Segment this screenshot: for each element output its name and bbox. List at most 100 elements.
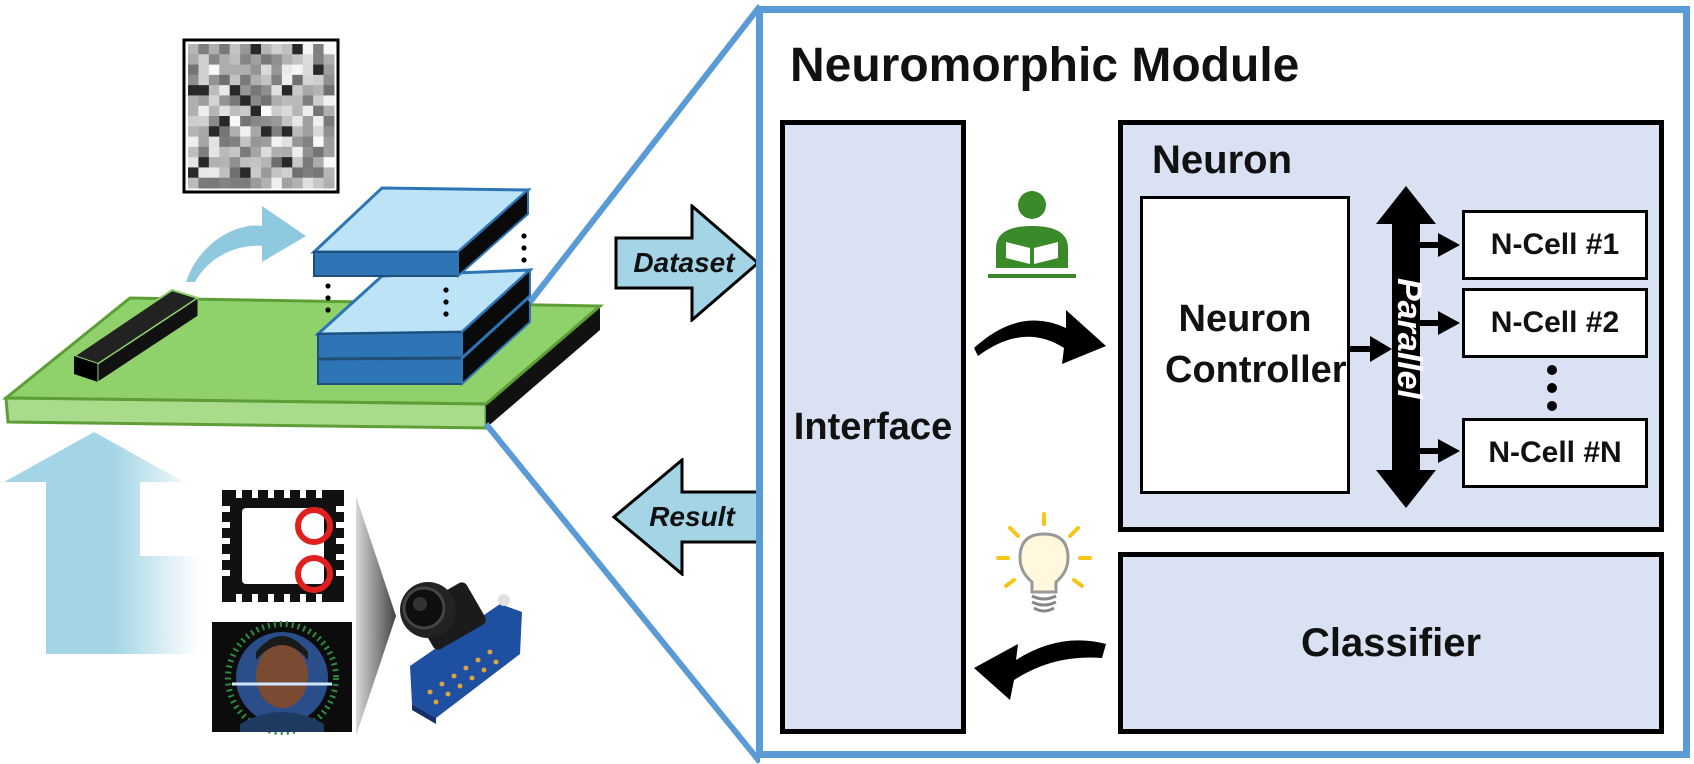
pattern-pixel [188, 85, 199, 96]
sensor-chip [71, 288, 201, 383]
pattern-pixel [198, 95, 210, 107]
pattern-pixel [198, 44, 210, 55]
pattern-pixel [229, 95, 241, 107]
pattern-pixel [208, 116, 220, 127]
pattern-pixel [208, 64, 220, 76]
pattern-pixel [281, 116, 293, 127]
pattern-pixel [219, 105, 231, 117]
pattern-pixel [261, 95, 272, 107]
pattern-pixel [208, 105, 220, 117]
pattern-pixel [229, 85, 241, 96]
pattern-pixel [240, 105, 252, 117]
pattern-pixel [188, 44, 199, 55]
n-cell-2-label: N-Cell #2 [1490, 306, 1620, 339]
pattern-pixel [188, 157, 199, 168]
pattern-pixel [219, 126, 231, 138]
pattern-pixel [229, 177, 241, 189]
pattern-pixel [261, 54, 272, 66]
pattern-pixel [271, 44, 283, 55]
pattern-pixel [323, 105, 335, 117]
pattern-pixel [292, 85, 304, 96]
pattern-pixel [198, 54, 210, 66]
result-arrow [611, 458, 760, 576]
pattern-pixel [281, 177, 293, 189]
pattern-pixel [250, 146, 262, 158]
interface-label: Interface [793, 405, 953, 448]
pattern-pixel [323, 126, 335, 138]
pattern-pixel [323, 54, 335, 66]
pattern-pixel [313, 64, 325, 76]
pattern-pixel [250, 177, 262, 189]
pattern-pixel [302, 177, 314, 189]
pattern-pixel [281, 136, 293, 148]
pattern-pixel [261, 177, 272, 189]
pattern-pixel [261, 157, 272, 168]
pattern-pixel [208, 44, 220, 55]
pattern-pixel [271, 136, 283, 148]
pattern-pixel [292, 136, 304, 148]
pattern-pixel [250, 167, 262, 179]
cell-ellipsis [1547, 365, 1557, 411]
pattern-pixel [281, 64, 293, 76]
pattern-pixel [302, 167, 314, 179]
pattern-pixel [250, 95, 262, 107]
pattern-pixel [271, 146, 283, 158]
input-pattern-image [182, 38, 340, 194]
pattern-pixel [208, 85, 220, 96]
pattern-pixel [198, 157, 210, 168]
pattern-pixel [281, 157, 293, 168]
pattern-pixel [219, 167, 231, 179]
pattern-pixel [323, 85, 335, 96]
pattern-pixel [198, 177, 210, 189]
pattern-pixel [281, 54, 293, 66]
pattern-pixel [323, 64, 335, 76]
n-cell-1-label: N-Cell #1 [1490, 228, 1620, 261]
pattern-pixel [208, 95, 220, 107]
pattern-pixel [292, 95, 304, 107]
pattern-pixel [240, 167, 252, 179]
pattern-pixel [313, 136, 325, 148]
parallel-bus: Parallel [1376, 186, 1436, 508]
pattern-pixel [292, 116, 304, 127]
pattern-pixel [240, 64, 252, 76]
pattern-pixel [271, 54, 283, 66]
pattern-pixel [313, 167, 325, 179]
pattern-pixel [261, 105, 272, 117]
pattern-pixel [261, 136, 272, 148]
pattern-pixel [229, 136, 241, 148]
pattern-pixel [240, 74, 252, 86]
pattern-pixel [281, 105, 293, 117]
n-cell-n-label: N-Cell #N [1488, 436, 1622, 469]
result-curve-arrow [974, 640, 1106, 700]
pattern-pixel [302, 95, 314, 107]
pattern-pixel [240, 54, 252, 66]
pattern-pixel [302, 146, 314, 158]
pattern-pixel [323, 44, 335, 55]
zoom-line-top [527, 4, 760, 304]
pattern-pixel [188, 54, 199, 66]
pattern-pixel [323, 95, 335, 107]
pattern-pixel [229, 74, 241, 86]
pattern-pixel [302, 85, 314, 96]
classifier-block: Classifier [1118, 552, 1664, 734]
pattern-pixel [292, 126, 304, 138]
camera-module-icon [400, 582, 522, 724]
stacked-module-upper [310, 186, 532, 279]
pattern-pixel [261, 146, 272, 158]
pattern-pixel [323, 116, 335, 127]
neuron-label: Neuron [1152, 138, 1292, 182]
n-cell-2: N-Cell #2 [1462, 288, 1648, 358]
pattern-pixel [292, 157, 304, 168]
pattern-pixel [229, 146, 241, 158]
pattern-pixel [271, 116, 283, 127]
pattern-pixel [188, 116, 199, 127]
pattern-pixel [250, 54, 262, 66]
pattern-pixel [281, 85, 293, 96]
pattern-pixel [229, 116, 241, 127]
pattern-pixel [313, 85, 325, 96]
pattern-pixel [250, 126, 262, 138]
pattern-pixel [292, 167, 304, 179]
pattern-pixel [292, 146, 304, 158]
bus-cell-arrows [1420, 233, 1460, 463]
pattern-pixel [271, 85, 283, 96]
